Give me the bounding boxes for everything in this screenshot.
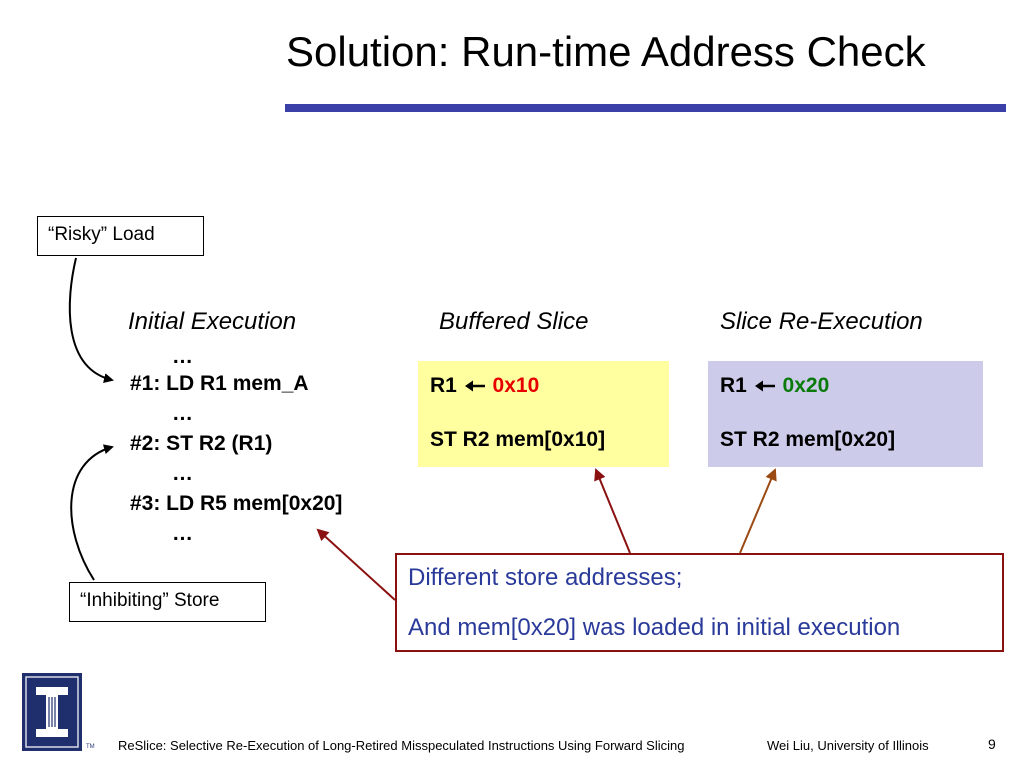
- code-ellipsis: …: [172, 462, 193, 485]
- buffered-slice-heading: Buffered Slice: [439, 308, 589, 335]
- buffered-reg: R1: [430, 374, 457, 397]
- buffered-store-line: ST R2 mem[0x10]: [430, 428, 606, 451]
- reexec-reg: R1: [720, 374, 747, 397]
- code-line-store-2: #2: ST R2 (R1): [130, 432, 273, 455]
- buffered-value: 0x10: [492, 374, 540, 397]
- left-arrow-icon: [754, 380, 775, 392]
- slice-reexecution-heading: Slice Re-Execution: [720, 308, 923, 335]
- note-line-2: And mem[0x20] was loaded in initial exec…: [408, 614, 901, 641]
- inhibiting-store-connector: [70, 444, 114, 581]
- note-to-buffered-arrow: [594, 468, 631, 554]
- title-rule-primary: [285, 104, 1006, 112]
- reexec-slice-box: R1 0x20 ST R2 mem[0x20]: [708, 361, 983, 467]
- page-title: Solution: Run-time Address Check: [286, 28, 926, 75]
- reexec-store-line: ST R2 mem[0x20]: [720, 428, 896, 451]
- reexec-value: 0x20: [782, 374, 830, 397]
- footer-author: Wei Liu, University of Illinois: [767, 738, 929, 753]
- code-ellipsis: …: [172, 522, 193, 545]
- code-ellipsis: …: [172, 345, 193, 368]
- page-number: 9: [988, 736, 996, 752]
- left-arrow-icon: [464, 380, 485, 392]
- reexec-assign-line: R1 0x20: [720, 373, 983, 399]
- explanation-note-box: Different store addresses; And mem[0x20]…: [395, 553, 1004, 652]
- trademark-mark: TM: [86, 744, 95, 750]
- code-ellipsis: …: [172, 402, 193, 425]
- code-line-load-3: #3: LD R5 mem[0x20]: [130, 492, 343, 515]
- code-line-load-1: #1: LD R1 mem_A: [130, 372, 309, 395]
- buffered-slice-box: R1 0x10 ST R2 mem[0x10]: [418, 361, 669, 467]
- inhibiting-store-callout: “Inhibiting” Store: [69, 582, 266, 622]
- note-to-reexec-arrow: [739, 468, 777, 554]
- buffered-assign-line: R1 0x10: [430, 373, 669, 399]
- note-line-1: Different store addresses;: [408, 564, 683, 591]
- footer-citation: ReSlice: Selective Re-Execution of Long-…: [118, 738, 685, 753]
- university-logo-icon: [22, 673, 82, 751]
- note-to-load-arrow: [316, 528, 396, 601]
- initial-execution-heading: Initial Execution: [128, 308, 297, 335]
- risky-load-connector: [68, 257, 114, 383]
- risky-load-callout: “Risky” Load: [37, 216, 204, 256]
